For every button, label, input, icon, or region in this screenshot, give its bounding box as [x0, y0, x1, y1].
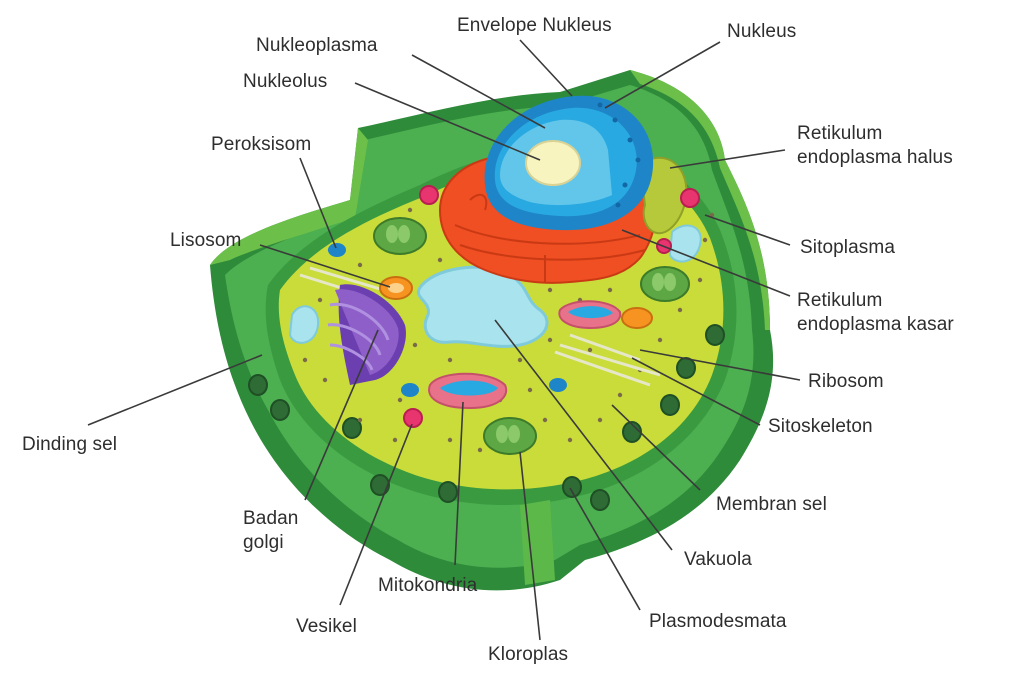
peroxisome [549, 378, 567, 392]
label-ribosom: Ribosom [808, 371, 884, 392]
nuclear-pores [597, 102, 641, 208]
label-badan-golgi: Badan golgi [243, 507, 298, 555]
cell-wall-top [210, 128, 368, 265]
chloroplast [640, 266, 690, 302]
label-vesikel: Vesikel [296, 616, 357, 637]
label-lisosom: Lisosom [170, 230, 242, 251]
label-sitoplasma: Sitoplasma [800, 237, 895, 258]
vesicle [680, 188, 700, 208]
label-badan-golgi-line1: Badan [243, 508, 299, 529]
vesicle [419, 185, 439, 205]
rough-er-folds [454, 193, 646, 282]
nucleolus-shape [525, 140, 581, 186]
label-nukleoplasma: Nukleoplasma [256, 35, 378, 56]
small-vacuole [288, 305, 320, 344]
label-membran-sel: Membran sel [716, 494, 827, 515]
label-nukleus: Nukleus [727, 21, 797, 42]
peroxisome [328, 243, 346, 257]
label-retikulum-endoplasma-kasar: Retikulum endoplasma kasar [797, 289, 954, 337]
label-mitokondria: Mitokondria [378, 575, 478, 596]
wall-panel [520, 500, 555, 585]
label-retikulum-endoplasma-halus: Retikulum endoplasma halus [797, 122, 953, 170]
label-kloroplas: Kloroplas [488, 644, 569, 665]
mitochondrion [558, 300, 622, 330]
leader-lines [87, 39, 801, 641]
chloroplast [483, 417, 537, 455]
label-retikulum-kasar-line2: endoplasma kasar [797, 314, 954, 335]
label-dinding-sel: Dinding sel [22, 434, 118, 455]
chloroplast [373, 217, 427, 255]
label-retikulum-halus-line1: Retikulum [797, 123, 883, 144]
plasmodesmata-holes [248, 324, 725, 511]
label-retikulum-halus-line2: endoplasma halus [797, 147, 953, 168]
label-envelope-nukleus: Envelope Nukleus [457, 15, 612, 36]
mitochondrion [428, 372, 508, 410]
lysosome-core [388, 283, 404, 293]
cell-wall-top-right [630, 70, 770, 330]
label-plasmodesmata: Plasmodesmata [649, 611, 787, 632]
label-nukleolus: Nukleolus [243, 71, 328, 92]
lysosome [621, 307, 653, 329]
label-vakuola: Vakuola [684, 549, 752, 570]
vesicle [403, 408, 423, 428]
peroxisome [401, 383, 419, 397]
label-retikulum-kasar-line1: Retikulum [797, 290, 883, 311]
label-peroksisom: Peroksisom [211, 134, 312, 155]
label-badan-golgi-line2: golgi [243, 532, 284, 553]
golgi-body [327, 284, 406, 385]
label-sitoskeleton: Sitoskeleton [768, 416, 873, 437]
